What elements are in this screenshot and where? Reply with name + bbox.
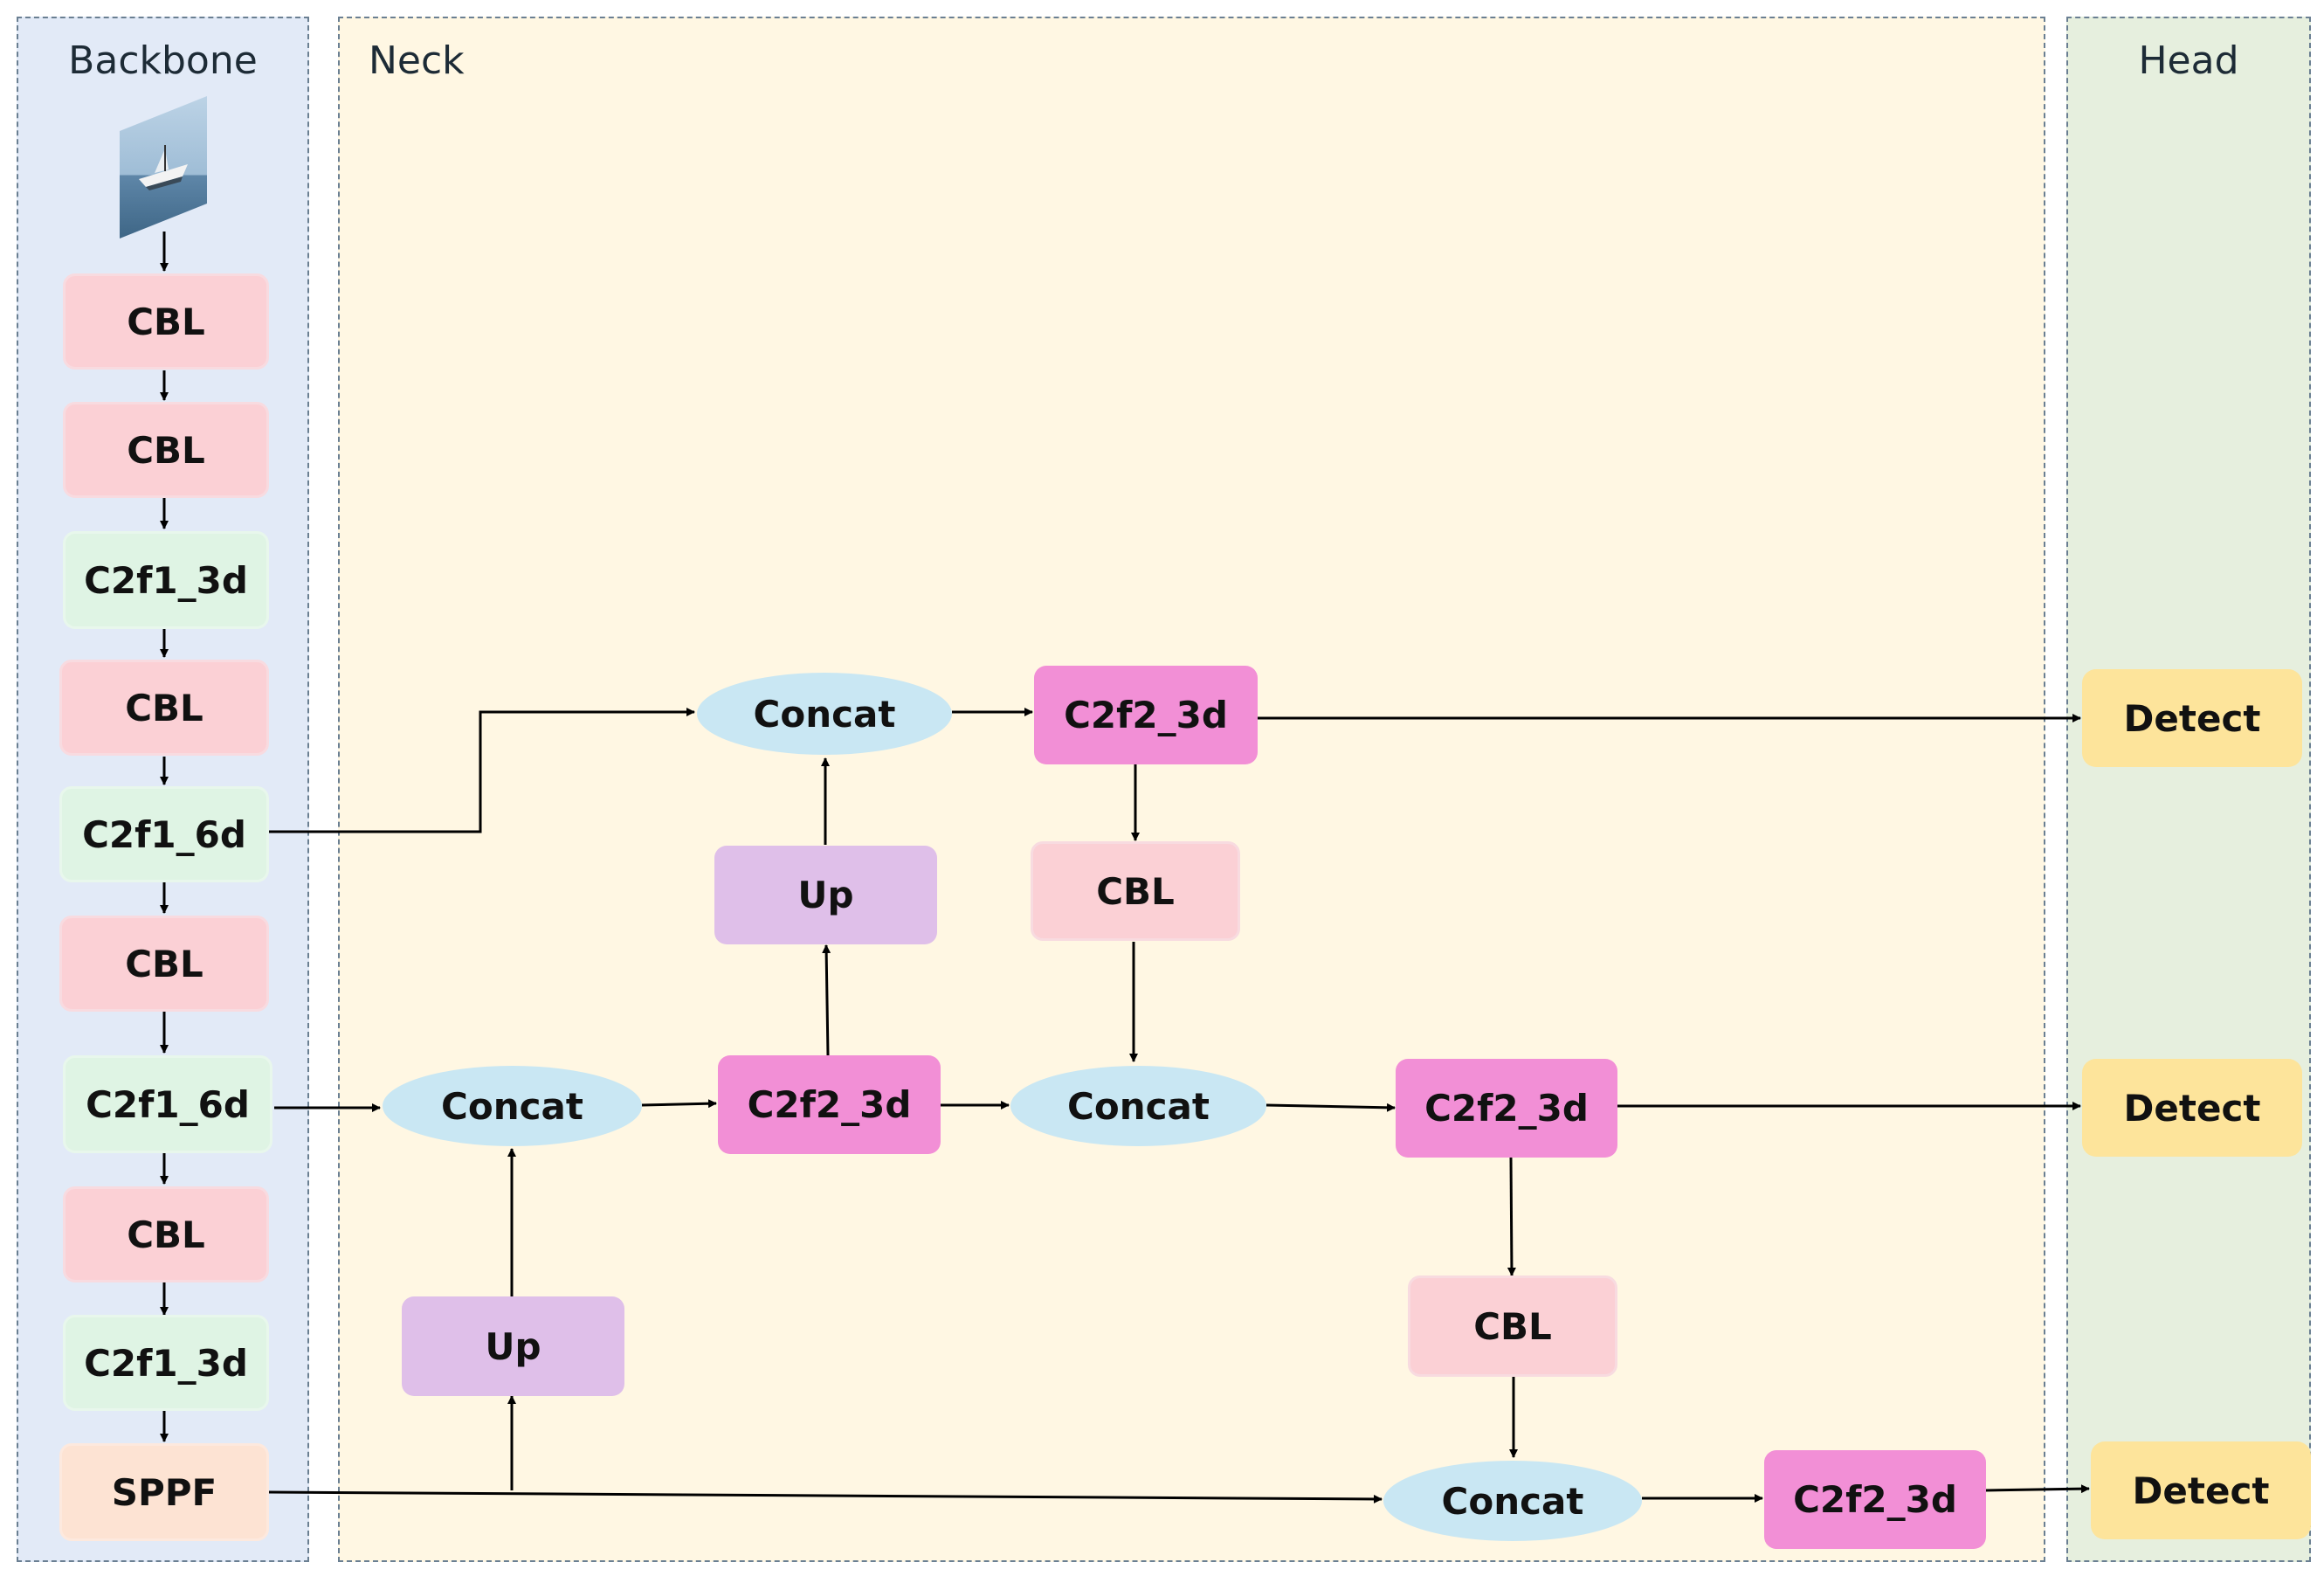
neck-up-top: Up bbox=[714, 846, 937, 944]
neck-up-bottom: Up bbox=[402, 1296, 624, 1396]
boat-photo-icon bbox=[120, 96, 207, 238]
backbone-cbl-2: CBL bbox=[63, 402, 269, 498]
backbone-sppf: SPPF bbox=[59, 1443, 269, 1541]
backbone-c2f1-3d-2: C2f1_3d bbox=[63, 1315, 269, 1411]
backbone-cbl-5: CBL bbox=[63, 1186, 269, 1282]
neck-c2f2-3d-left: C2f2_3d bbox=[718, 1055, 941, 1154]
edge bbox=[822, 944, 831, 1056]
neck-c2f2-3d-top: C2f2_3d bbox=[1034, 666, 1258, 764]
edge bbox=[269, 708, 695, 833]
backbone-title: Backbone bbox=[68, 38, 258, 83]
edge bbox=[1265, 1103, 1396, 1112]
backbone-cbl-3: CBL bbox=[59, 660, 269, 756]
neck-c2f2-3d-bottom: C2f2_3d bbox=[1764, 1450, 1986, 1549]
edge bbox=[1507, 1157, 1516, 1276]
backbone-cbl-4: CBL bbox=[59, 916, 269, 1012]
edge bbox=[641, 1099, 717, 1109]
neck-concat-bottom: Concat bbox=[1383, 1461, 1642, 1541]
edge bbox=[1984, 1484, 2090, 1494]
backbone-c2f1-3d-1: C2f1_3d bbox=[63, 531, 269, 629]
backbone-c2f1-6d-2: C2f1_6d bbox=[63, 1055, 272, 1153]
backbone-c2f1-6d-1: C2f1_6d bbox=[59, 786, 269, 882]
neck-title: Neck bbox=[369, 38, 465, 83]
head-panel bbox=[2066, 17, 2311, 1562]
neck-cbl-mid: CBL bbox=[1031, 841, 1240, 941]
neck-concat-left: Concat bbox=[383, 1066, 642, 1146]
head-detect-3: Detect bbox=[2091, 1441, 2311, 1539]
backbone-cbl-1: CBL bbox=[63, 273, 269, 370]
neck-concat-mid: Concat bbox=[1010, 1066, 1266, 1146]
head-detect-2: Detect bbox=[2082, 1059, 2302, 1157]
neck-cbl-right: CBL bbox=[1408, 1275, 1617, 1377]
neck-c2f2-3d-mid: C2f2_3d bbox=[1396, 1059, 1617, 1158]
head-detect-1: Detect bbox=[2082, 669, 2302, 767]
neck-concat-top: Concat bbox=[697, 673, 952, 755]
head-title: Head bbox=[2138, 38, 2239, 83]
edge bbox=[268, 1490, 1383, 1504]
